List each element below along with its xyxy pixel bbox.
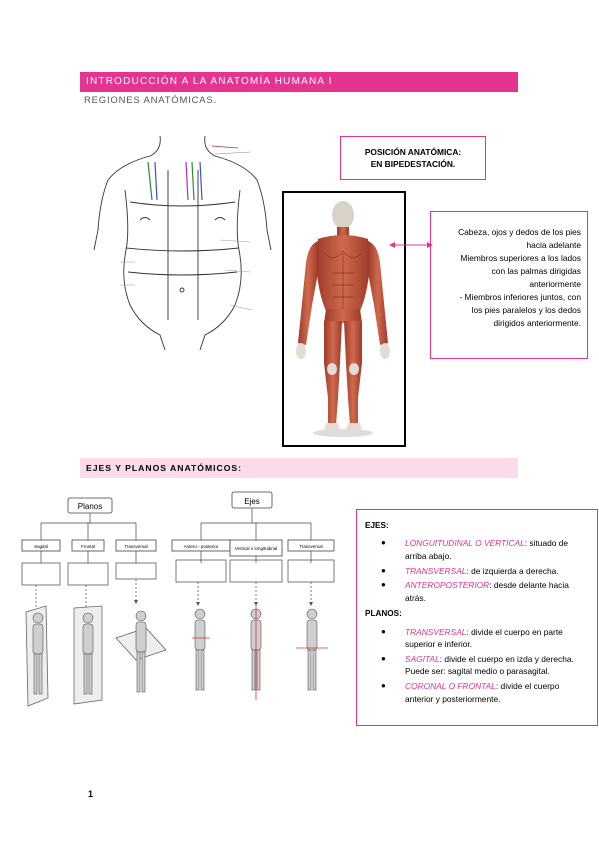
term: SAGITAL — [405, 653, 440, 664]
ejes-planos-heading-bar: EJES Y PLANOS ANATÓMICOS: — [80, 458, 518, 478]
term-description: : situado de arriba abajo. — [405, 538, 569, 561]
page-number: 1 — [88, 789, 94, 799]
anatomical-position-photo — [282, 191, 406, 447]
posicion-title: POSICIÓN ANATÓMICA: — [364, 146, 462, 157]
document-title: INTRODUCCIÓN A LA ANATOMÍA HUMANA I — [86, 76, 333, 87]
planos-heading: PLANOS: — [365, 609, 402, 619]
desc-line: con las palmas dirigidas — [491, 266, 581, 277]
plano-transversal-label: Transversal — [124, 544, 147, 549]
term-description: : desde delante hacia atrás. — [405, 580, 569, 603]
list-item: ● LONGUITUDINAL O VERTICAL: situado de ar… — [365, 537, 589, 562]
desc-line: - Miembros inferiores juntos, con — [459, 292, 581, 303]
bullet-icon: ● — [381, 565, 386, 575]
ejes-planos-box: EJES: ● LONGUITUDINAL O VERTICAL: situado… — [356, 509, 598, 726]
bullet-icon: ● — [381, 653, 386, 663]
ejes-planos-heading: EJES Y PLANOS ANATÓMICOS: — [86, 463, 242, 473]
term-description: : divide el cuerpo anterior y posteriorm… — [405, 681, 560, 704]
term: CORONAL O FRONTAL — [405, 681, 496, 692]
bullet-icon: ● — [381, 538, 386, 548]
term-description: : divide el cuerpo en parte superior e i… — [405, 626, 563, 650]
plano-sagital-label: Sagital — [34, 544, 48, 549]
eje-anteroposterior-label: Antero - posterior — [184, 544, 219, 549]
term: TRANSVERSAL — [405, 565, 467, 576]
subtitle: REGIONES ANATÓMICAS. — [84, 95, 218, 106]
list-item: ● CORONAL O FRONTAL: divide el cuerpo ant… — [365, 680, 589, 705]
ejes-label: Ejes — [244, 497, 260, 506]
bullet-icon: ● — [381, 580, 386, 590]
posicion-description-box: Cabeza, ojos y dedos de los pies hacia a… — [430, 211, 588, 359]
eje-vertical-label: Vertical o longitudinal — [235, 546, 278, 551]
planos-label: Planos — [78, 502, 102, 511]
desc-line: hacia adelante — [526, 240, 581, 251]
posicion-subtitle: EN BIPEDESTACIÓN. — [370, 159, 456, 169]
term: TRANSVERSAL — [405, 626, 467, 637]
posicion-anatomica-box: POSICIÓN ANATÓMICA: EN BIPEDESTACIÓN. — [340, 136, 486, 180]
torso-regions-illustration — [93, 135, 272, 350]
term-description: : divide el cuerpo en izda y derecha. Pu… — [405, 653, 574, 677]
bullet-icon: ● — [381, 626, 386, 636]
eje-transversal-label: Transversal — [299, 544, 322, 549]
ejes-heading: EJES: — [365, 521, 389, 530]
list-item: ● TRANSVERSAL: divide el cuerpo en parte … — [365, 626, 589, 651]
planos-list: ● TRANSVERSAL: divide el cuerpo en parte … — [365, 626, 589, 706]
double-arrow-icon — [389, 242, 433, 248]
desc-line: anteriormente — [529, 279, 581, 290]
section-title-bar: INTRODUCCIÓN A LA ANATOMÍA HUMANA I — [80, 72, 518, 92]
plano-frontal-label: Frontal — [81, 544, 95, 549]
desc-line: dirigidos anteriormente. — [493, 318, 581, 329]
desc-line: los pies paralelos y los dedos — [471, 305, 581, 316]
list-item: ● TRANSVERSAL: de izquierda a derecha. — [365, 565, 589, 578]
muscle-figure-illustration — [296, 201, 390, 437]
planos-ejes-diagram: Planos Ejes Sagital Frontal Transversal … — [21, 491, 335, 707]
list-item: ● ANTEROPOSTERIOR: desde delante hacia at… — [365, 579, 589, 604]
desc-line: Miembros superiores a los lados — [460, 253, 581, 264]
term-description: : de izquierda a derecha. — [466, 565, 559, 576]
term: LONGUITUDINAL O VERTICAL — [405, 538, 525, 549]
ejes-list: ● LONGUITUDINAL O VERTICAL: situado de ar… — [365, 537, 589, 604]
list-item: ● SAGITAL: divide el cuerpo en izda y der… — [365, 653, 589, 678]
term: ANTEROPOSTERIOR — [405, 580, 490, 591]
desc-line: Cabeza, ojos y dedos de los pies — [458, 227, 581, 237]
bullet-icon: ● — [381, 681, 386, 691]
